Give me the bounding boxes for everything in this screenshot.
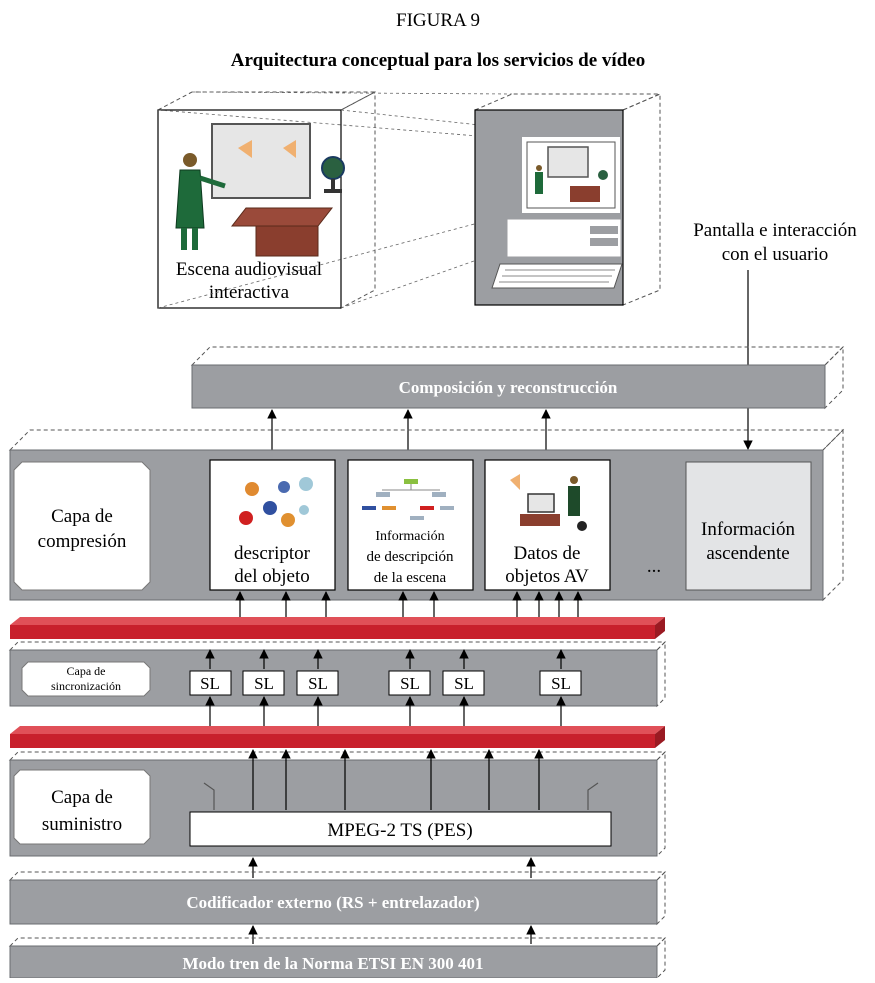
figure-title: Arquitectura conceptual para los servici…	[231, 50, 645, 71]
sl-label: SL	[454, 674, 474, 693]
train-mode-layer: Modo tren de la Norma ETSI EN 300 401	[8, 936, 667, 980]
sl-label: SL	[400, 674, 420, 693]
descriptor-label-line1: descriptor	[234, 543, 311, 564]
av-data-line1: Datos de	[513, 543, 580, 564]
sl-box	[296, 670, 339, 696]
red-band-upper	[10, 617, 665, 639]
sl-box	[242, 670, 285, 696]
upstream-label-line1: Información	[701, 519, 795, 540]
outer-coder-label: Codificador externo (RS + entrelazador)	[186, 893, 479, 912]
scene-tree-icon	[362, 479, 454, 520]
scene-desc-line3: de la escena	[374, 570, 447, 586]
composition-label: Composición y reconstrucción	[399, 378, 618, 397]
train-mode-label: Modo tren de la Norma ETSI EN 300 401	[183, 954, 484, 973]
av-objects-icon	[510, 474, 587, 531]
sl-box	[539, 670, 582, 696]
sl-box	[189, 670, 232, 696]
compression-label-line1: Capa de	[51, 506, 113, 527]
scene-box: Escena audiovisual interactiva	[157, 91, 376, 309]
display-label-line1: Pantalla e interacción	[693, 220, 857, 241]
compression-label-line2: compresión	[38, 531, 127, 552]
sl-label: SL	[254, 674, 274, 693]
av-data-line2: objetos AV	[505, 566, 589, 587]
scene-description-box: Información de descripción de la escena	[347, 459, 474, 591]
delivery-label-line1: Capa de	[51, 787, 113, 808]
sl-label: SL	[551, 674, 571, 693]
figure-number: FIGURA 9	[396, 10, 480, 31]
computer-icon	[474, 93, 661, 306]
mpeg2-ts-label: MPEG-2 TS (PES)	[327, 820, 472, 841]
delivery-layer: Capa de suministro MPEG-2 TS (PES)	[8, 750, 667, 858]
outer-coder-layer: Codificador externo (RS + entrelazador)	[8, 870, 667, 926]
delivery-arrows	[203, 749, 599, 810]
object-descriptor-box: descriptor del objeto	[209, 459, 336, 591]
more-ellipsis: ...	[647, 556, 661, 577]
scene-desc-line2: de descripción	[366, 549, 454, 565]
globe-icon	[321, 156, 345, 193]
descriptor-nodes-icon	[239, 477, 313, 527]
display-label-line2: con el usuario	[722, 244, 829, 265]
descriptor-label-line2: del objeto	[234, 566, 309, 587]
sync-label-line1: Capa de	[67, 664, 106, 678]
upstream-label-line2: ascendente	[706, 543, 789, 564]
sl-label: SL	[308, 674, 328, 693]
upstream-info-box: Información ascendente	[685, 461, 812, 591]
red-band-lower	[10, 726, 665, 748]
whiteboard-icon	[211, 123, 311, 199]
sl-box	[442, 670, 485, 696]
sl-box	[388, 670, 431, 696]
delivery-label-line2: suministro	[42, 814, 122, 835]
sound-icon	[238, 140, 252, 158]
compression-layer: Capa de compresión descriptor del objeto	[8, 428, 845, 602]
scene-desc-line1: Información	[375, 529, 444, 544]
presenter-icon	[175, 153, 226, 250]
sync-arrows	[205, 649, 566, 728]
desk-icon	[230, 207, 334, 257]
mpeg2-ts-box	[189, 811, 612, 847]
scene-caption-line1: Escena audiovisual	[176, 259, 322, 280]
sync-label-line2: sincronización	[51, 679, 121, 693]
composition-layer: Composición y reconstrucción	[190, 345, 845, 410]
sync-layer: Capa de sincronización SL SL SL SL SL SL	[8, 640, 667, 708]
sl-label: SL	[200, 674, 220, 693]
av-objects-box: Datos de objetos AV	[484, 459, 611, 591]
scene-caption-line2: interactiva	[209, 282, 290, 303]
